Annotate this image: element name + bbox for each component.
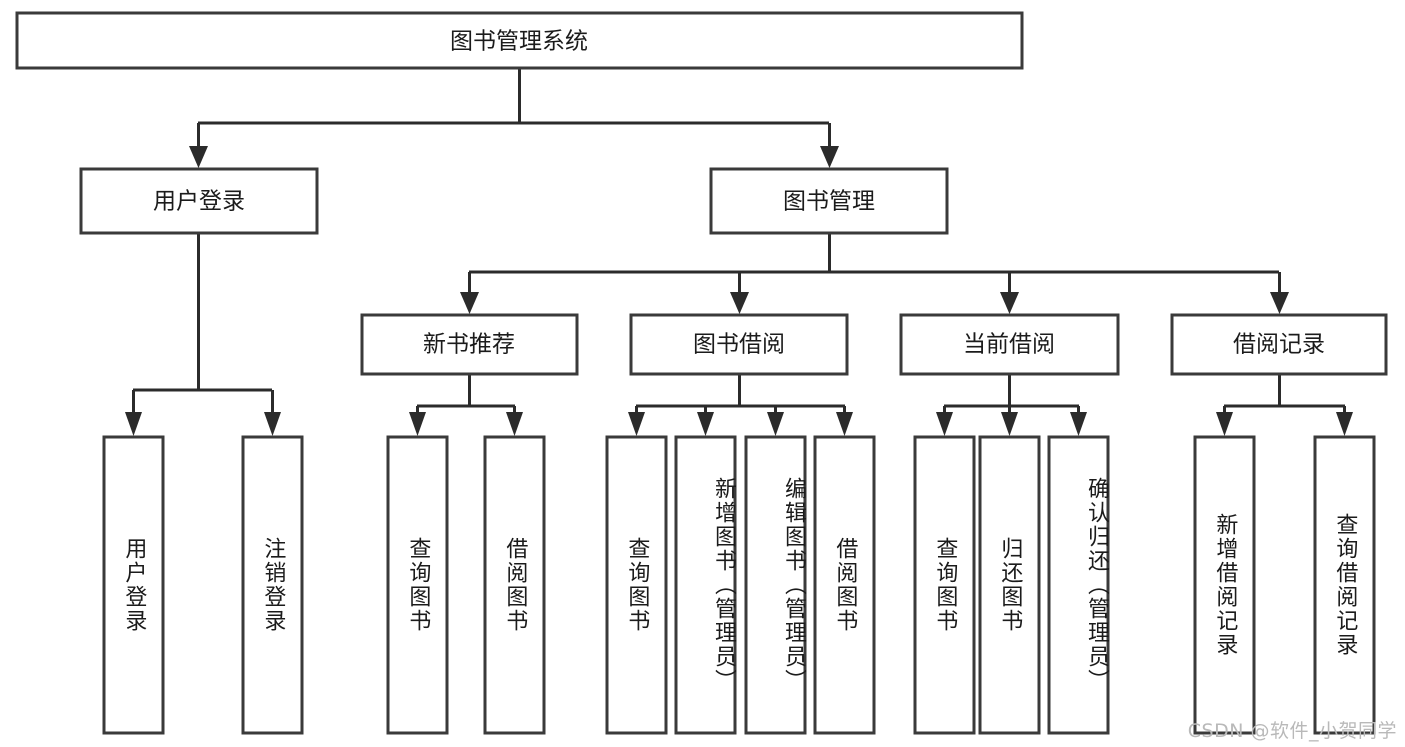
node-book-manage-label: 图书管理 (783, 189, 875, 215)
node-borrow-record-label: 借阅记录 (1233, 332, 1325, 358)
connector-group-bookborrow-to-leaves (628, 374, 853, 436)
connector-group-borrowrecord-to-leaves (1216, 374, 1353, 436)
arrowhead-leaf-u1 (125, 412, 142, 436)
arrowhead-leaf-c1 (936, 412, 953, 436)
node-current-borrow[interactable]: 当前借阅 (899, 313, 1120, 376)
arrowhead-currentborrow (1000, 292, 1019, 314)
arrowhead-leaf-b4 (836, 412, 853, 436)
node-book-manage[interactable]: 图书管理 (709, 167, 949, 235)
leaf-box-book-borrow-1[interactable] (605, 435, 668, 735)
arrowhead-book-manage (820, 146, 839, 168)
node-borrow-record[interactable]: 借阅记录 (1170, 313, 1388, 376)
node-current-borrow-label: 当前借阅 (963, 332, 1055, 358)
node-new-book-recommend-label: 新书推荐 (423, 332, 515, 358)
connector-group-newbook-to-leaves (409, 374, 523, 436)
connector-group-userlogin-to-leaves (125, 233, 281, 436)
node-new-book-recommend-box[interactable] (360, 313, 579, 376)
arrowhead-leaf-r1 (1216, 412, 1233, 436)
node-current-borrow-box[interactable] (899, 313, 1120, 376)
leaf-box-borrow-record-1[interactable] (1193, 435, 1256, 735)
node-user-login-box[interactable] (79, 167, 319, 235)
leaf-box-current-borrow-1[interactable] (913, 435, 976, 735)
leaf-boxes-borrow-record (1193, 435, 1376, 735)
node-root-label: 图书管理系统 (450, 29, 588, 55)
arrowhead-leaf-b1 (628, 412, 645, 436)
arrowhead-leaf-n2 (506, 412, 523, 436)
arrowhead-newbook (460, 292, 479, 314)
node-book-borrow-box[interactable] (629, 313, 849, 376)
arrowhead-user-login (189, 146, 208, 168)
leaf-box-user-login-1[interactable] (102, 435, 165, 735)
csdn-watermark: CSDN @软件_小贺同学 (1187, 720, 1397, 742)
leaf-box-borrow-record-2[interactable] (1313, 435, 1376, 735)
arrowhead-leaf-n1 (409, 412, 426, 436)
leaf-box-user-login-2[interactable] (241, 435, 304, 735)
leaf-box-book-borrow-3[interactable] (744, 435, 807, 735)
node-book-borrow-label: 图书借阅 (693, 332, 785, 358)
leaf-box-new-book-1[interactable] (386, 435, 449, 735)
connector-group-currentborrow-to-leaves (936, 374, 1087, 436)
node-root-box[interactable] (15, 11, 1024, 70)
arrowhead-bookborrow (730, 292, 749, 314)
arrowhead-leaf-b2 (697, 412, 714, 436)
connector-group-root-to-level2 (189, 68, 839, 168)
node-user-login[interactable]: 用户登录 (79, 167, 319, 235)
leaf-box-new-book-2[interactable] (483, 435, 546, 735)
leaf-boxes-user-login (102, 435, 304, 735)
node-book-manage-box[interactable] (709, 167, 949, 235)
arrowhead-borrowrecord (1270, 292, 1289, 314)
connector-group-bookmanage-to-level3 (460, 233, 1289, 314)
node-book-borrow[interactable]: 图书借阅 (629, 313, 849, 376)
leaf-boxes-book-borrow (605, 435, 876, 735)
arrowhead-leaf-b3 (767, 412, 784, 436)
leaf-box-current-borrow-2[interactable] (978, 435, 1041, 735)
leaf-boxes-new-book-recommend (386, 435, 546, 735)
leaf-box-book-borrow-2[interactable] (674, 435, 737, 735)
node-borrow-record-box[interactable] (1170, 313, 1388, 376)
arrowhead-leaf-c2 (1001, 412, 1018, 436)
node-new-book-recommend[interactable]: 新书推荐 (360, 313, 579, 376)
leaf-box-current-borrow-3[interactable] (1047, 435, 1110, 735)
node-root[interactable]: 图书管理系统 (15, 11, 1024, 70)
arrowhead-leaf-c3 (1070, 412, 1087, 436)
arrowhead-leaf-r2 (1336, 412, 1353, 436)
arrowhead-leaf-u2 (264, 412, 281, 436)
node-user-login-label: 用户登录 (153, 189, 245, 215)
leaf-box-book-borrow-4[interactable] (813, 435, 876, 735)
leaf-boxes-current-borrow (913, 435, 1110, 735)
